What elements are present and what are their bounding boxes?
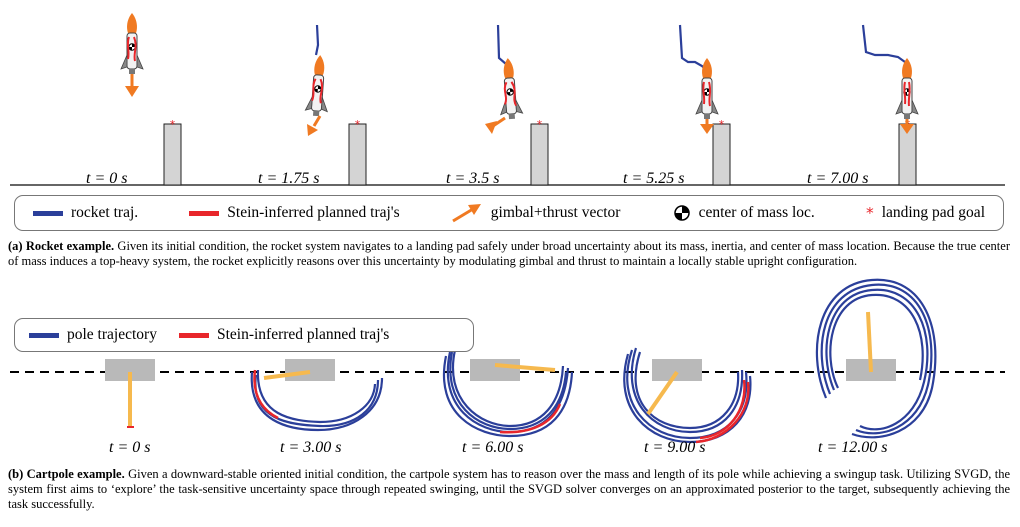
legend-pole-trajectory: pole trajectory bbox=[29, 326, 157, 344]
cartpole-5 bbox=[815, 278, 937, 439]
cartpole-1 bbox=[105, 359, 155, 428]
rocket-time-label-5: t = 7.00 s bbox=[807, 170, 869, 187]
cartpole-time-label-5: t = 12.00 s bbox=[818, 439, 888, 456]
rocket-1 bbox=[120, 12, 144, 75]
rocket-time-label-2: t = 1.75 s bbox=[258, 170, 320, 187]
svg-text:*: * bbox=[719, 118, 725, 131]
red-swatch-icon bbox=[178, 332, 209, 338]
rocket-time-label-1: t = 0 s bbox=[86, 170, 128, 187]
rocket-traj-5 bbox=[861, 24, 909, 71]
thrust-vector-4 bbox=[700, 119, 714, 134]
legend-rocket-traj: rocket traj. bbox=[33, 204, 138, 222]
red-star-icon: * bbox=[865, 204, 874, 222]
rocket-4 bbox=[695, 57, 719, 120]
thrust-vector-5 bbox=[900, 119, 914, 134]
cartpole-3 bbox=[443, 349, 574, 438]
landing-pad-1: * bbox=[163, 118, 182, 186]
thrust-vector-1 bbox=[125, 74, 139, 97]
landing-pad-4: * bbox=[712, 118, 731, 186]
rocket-3 bbox=[496, 56, 524, 121]
cartpole-2 bbox=[250, 359, 384, 432]
legend-planned-traj-cartpole: Stein-inferred planned traj's bbox=[178, 326, 389, 344]
svg-text:*: * bbox=[537, 118, 543, 131]
svg-text:*: * bbox=[355, 118, 361, 131]
cartpole-time-label-1: t = 0 s bbox=[109, 439, 151, 456]
blue-swatch-icon bbox=[29, 332, 59, 338]
cartpole-time-label-2: t = 3.00 s bbox=[280, 439, 342, 456]
legend-thrust-vector: gimbal+thrust vector bbox=[451, 203, 620, 223]
svg-text:*: * bbox=[170, 118, 176, 131]
legend-center-of-mass: center of mass loc. bbox=[672, 203, 815, 223]
legend-landing-goal: * landing pad goal bbox=[865, 204, 985, 222]
cartpole-caption: (b) Cartpole example. Given a downward-s… bbox=[8, 467, 1010, 511]
landing-pad-2: * bbox=[348, 118, 367, 186]
red-swatch-icon bbox=[189, 210, 220, 216]
center-of-mass-icon bbox=[673, 205, 690, 221]
landing-pad-3: * bbox=[530, 118, 549, 186]
rocket-caption: (a) Rocket example. Given its initial co… bbox=[8, 239, 1010, 268]
thrust-vector-2 bbox=[307, 115, 322, 136]
cartpole-4 bbox=[623, 347, 752, 444]
thrust-vector-3 bbox=[485, 116, 506, 134]
rocket-traj-2 bbox=[314, 24, 320, 56]
rocket-2 bbox=[304, 53, 332, 118]
rocket-time-label-3: t = 3.5 s bbox=[446, 170, 500, 187]
rocket-time-label-4: t = 5.25 s bbox=[623, 170, 685, 187]
rocket-5 bbox=[895, 57, 919, 120]
orange-arrow-icon bbox=[451, 204, 481, 223]
cartpole-legend: pole trajectory Stein-inferred planned t… bbox=[14, 318, 474, 352]
legend-planned-traj: Stein-inferred planned traj's bbox=[189, 204, 400, 222]
rocket-legend: rocket traj. Stein-inferred planned traj… bbox=[14, 195, 1004, 231]
blue-swatch-icon bbox=[33, 210, 63, 216]
cartpole-time-label-4: t = 9.00 s bbox=[644, 439, 706, 456]
cartpole-time-label-3: t = 6.00 s bbox=[462, 439, 524, 456]
